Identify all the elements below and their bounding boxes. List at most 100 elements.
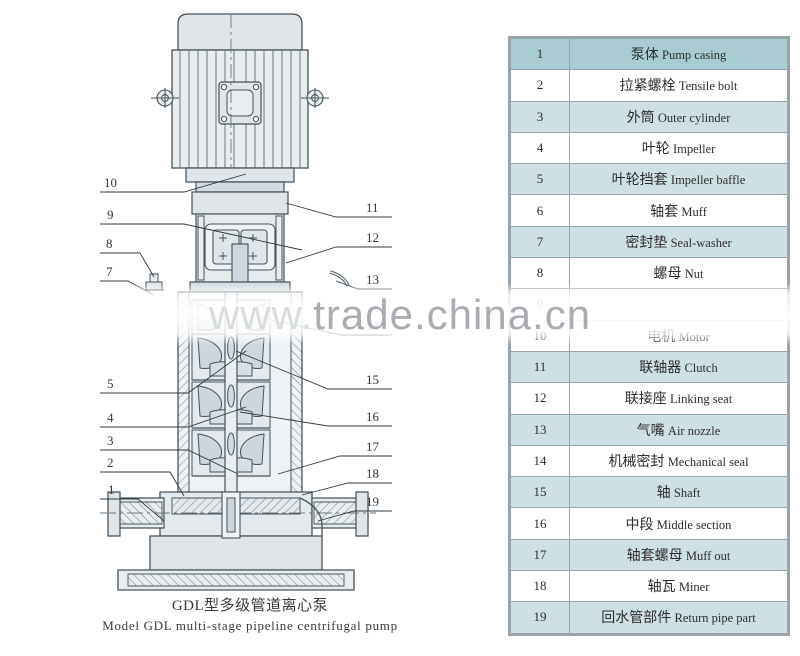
legend-row-number: 7 [510, 225, 570, 259]
diagram-caption: GDL型多级管道离心泵 Model GDL multi-stage pipeli… [0, 596, 500, 635]
legend-row-description: 联接座 Linking seat [569, 382, 788, 415]
legend-row-description: 轴瓦 Miner [569, 570, 788, 603]
callout-2: 2 [107, 455, 114, 470]
legend-row-number: 2 [510, 69, 570, 102]
legend-label-english: Muff out [685, 548, 731, 563]
legend-row: 13 气嘴 Air nozzle [510, 413, 788, 446]
legend-row-number: 13 [510, 413, 570, 446]
legend-label-chinese: 轴套 [650, 204, 679, 220]
legend-row-description: 电机 Motor [569, 319, 788, 352]
legend-row: 19 回水管部件 Return pipe part [510, 601, 788, 634]
legend-label-chinese: 电机 [647, 329, 676, 345]
legend-row-description: 中段 Middle section [569, 507, 788, 540]
legend-row-number: 19 [510, 601, 570, 634]
legend-label-chinese: 拉紧螺栓 [619, 79, 676, 95]
legend-label-chinese: 叶轮 [641, 142, 670, 158]
legend-label-english: Mechanical seal [667, 455, 749, 469]
callout-18: 18 [366, 466, 379, 481]
legend-row-description: 叶轮挡套 Impeller baffle [569, 163, 788, 196]
legend-row-number: 6 [510, 194, 570, 227]
pump-technical-drawing: 10 9 8 7 5 4 3 2 1 11 12 13 14 15 16 17 … [100, 13, 392, 591]
legend-label-english: Shaft [673, 486, 701, 501]
legend-label-chinese: 轴瓦 [647, 580, 676, 596]
legend-row-number: 14 [510, 444, 570, 478]
legend-row-description: 螺母 Nut [569, 257, 788, 290]
legend-row-number: 9 [510, 288, 570, 321]
legend-row-description: 拉紧螺栓 Tensile bolt [569, 69, 788, 102]
callout-14: 14 [366, 318, 379, 333]
legend-label-chinese: 轴套螺母 [626, 548, 683, 564]
legend-row-description: 联轴器 Clutch [569, 350, 788, 384]
legend-row-description: 叶轮 Impeller [569, 131, 788, 165]
legend-label-chinese: 中段 [625, 517, 654, 533]
legend-row-description: 轴套螺母 Muff out [569, 538, 788, 572]
legend-row-description [569, 288, 788, 321]
legend-label-english: Middle section [656, 517, 732, 532]
legend-label-chinese: 外筒 [626, 110, 655, 126]
callout-10: 10 [104, 175, 117, 190]
air-nozzle-detail [329, 270, 350, 287]
legend-row-number: 4 [510, 131, 570, 165]
legend-label-chinese: 机械密封 [608, 455, 665, 470]
legend-label-english: Clutch [684, 361, 718, 376]
legend-row-description: 外筒 Outer cylinder [569, 100, 788, 133]
legend-row: 9 [510, 288, 788, 321]
legend-row-number: 3 [510, 100, 570, 133]
caption-chinese: GDL型多级管道离心泵 [171, 598, 329, 614]
legend-label-english: Impeller [672, 142, 716, 157]
callout-13: 13 [366, 272, 379, 287]
legend-label-chinese: 轴 [656, 486, 671, 502]
legend-label-english: Air nozzle [667, 423, 721, 438]
legend-row-number: 8 [510, 257, 570, 290]
legend-row-number: 1 [510, 37, 570, 71]
callout-9: 9 [107, 207, 114, 222]
callout-8: 8 [106, 236, 113, 251]
caption-english: Model GDL multi-stage pipeline centrifug… [102, 618, 398, 633]
legend-row-description: 密封垫 Seal-washer [569, 225, 788, 259]
motor-assembly [151, 13, 329, 193]
callout-19: 19 [366, 494, 379, 509]
callout-11: 11 [366, 200, 379, 215]
legend-row-number: 12 [510, 382, 570, 415]
legend-row-description: 轴套 Muff [569, 194, 788, 227]
legend-label-english: Outer cylinder [657, 110, 731, 125]
legend-label-english: Seal-washer [670, 235, 732, 250]
legend-row-number: 10 [510, 319, 570, 352]
legend-label-english: Pump casing [662, 48, 727, 63]
legend-label-chinese: 气嘴 [636, 423, 665, 439]
legend-label-chinese: 泵体 [630, 48, 659, 64]
legend-row-description: 泵体 Pump casing [569, 37, 788, 71]
legend-row-number: 16 [510, 507, 570, 540]
legend-label-chinese: 回水管部件 [601, 611, 672, 627]
legend-label-chinese: 叶轮挡套 [611, 173, 668, 189]
legend-row-description: 轴 Shaft [569, 476, 788, 509]
callout-12: 12 [366, 230, 379, 245]
legend-label-chinese: 密封垫 [625, 235, 668, 251]
legend-label-chinese: 联接座 [624, 392, 667, 408]
legend-row-description: 机械密封 Mechanical seal [569, 444, 788, 478]
pump-casing-base [100, 491, 376, 591]
legend-label-english: Return pipe part [674, 611, 756, 626]
legend-row-number: 15 [510, 476, 570, 509]
callout-1: 1 [108, 482, 115, 497]
legend-label-english: Linking seat [670, 392, 733, 407]
legend-label-english: Muff [681, 204, 707, 219]
legend-row-number: 17 [510, 538, 570, 572]
